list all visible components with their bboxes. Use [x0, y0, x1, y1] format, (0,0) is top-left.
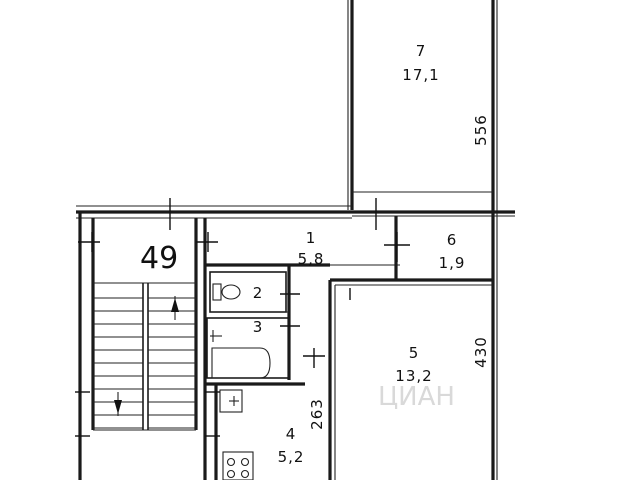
room-4-area: 5,2 — [278, 448, 305, 466]
room-2-number: 2 — [253, 284, 264, 302]
room-7-dimension: 556 — [472, 114, 490, 146]
room-4-outline — [205, 280, 336, 480]
corridor-walls — [76, 205, 515, 219]
room-3-outline — [206, 317, 290, 379]
room-3-number: 3 — [253, 318, 264, 336]
room-2-outline — [209, 265, 291, 380]
room-5-area: 13,2 — [395, 367, 432, 385]
room-4-number: 4 — [286, 425, 297, 443]
watermark: ЦИАН — [378, 382, 455, 412]
room-6-area: 1,9 — [439, 254, 466, 272]
room-7-outline — [347, 0, 498, 216]
wall-ticks — [75, 198, 410, 437]
room-7-area: 17,1 — [402, 66, 439, 84]
room-1-area: 5,8 — [298, 250, 325, 268]
room-7-number: 7 — [416, 42, 427, 60]
room-6-outline — [491, 216, 498, 480]
room-1-number: 1 — [306, 229, 317, 247]
room-5-dimension: 430 — [472, 336, 490, 368]
room-6-number: 6 — [447, 231, 458, 249]
room-1-outline — [205, 216, 493, 282]
flat-number: 49 — [140, 241, 178, 276]
room-5-number: 5 — [409, 344, 420, 362]
room-4-dimension: 263 — [308, 398, 326, 430]
